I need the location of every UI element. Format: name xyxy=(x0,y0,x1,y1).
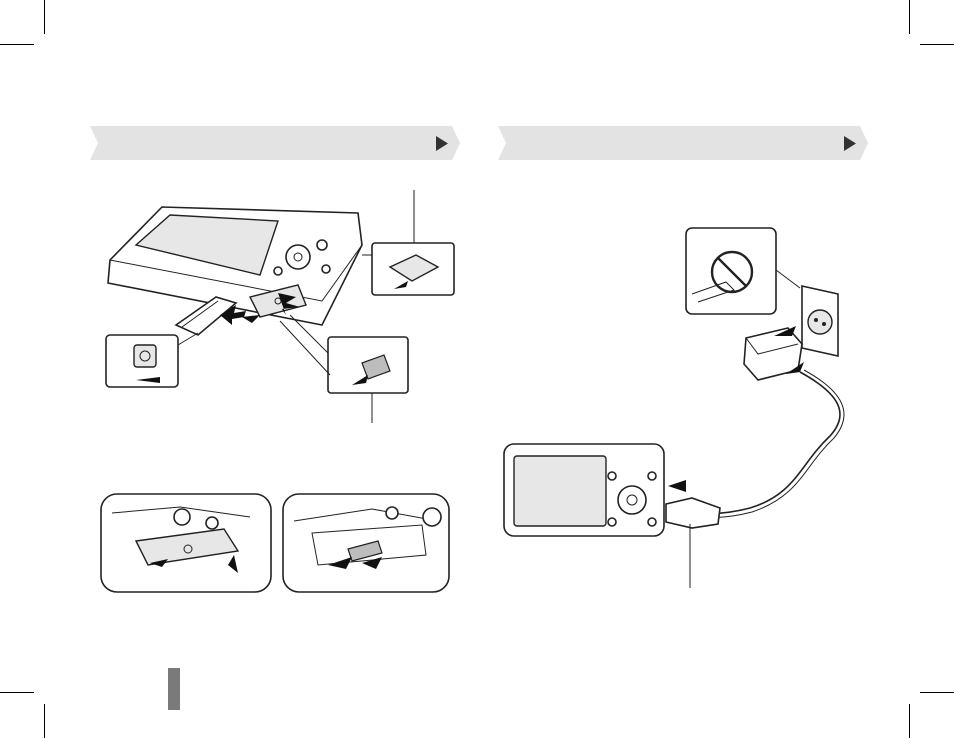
camera-battery-illustration xyxy=(100,185,460,425)
crop-mark xyxy=(0,44,34,45)
crop-mark xyxy=(44,704,45,738)
arrow-icon xyxy=(668,480,686,492)
section-banner-left xyxy=(86,126,460,160)
crop-mark xyxy=(0,692,34,693)
crop-mark xyxy=(920,44,954,45)
battery-removal-panel xyxy=(100,493,272,593)
crop-mark xyxy=(920,692,954,693)
section-banner-right xyxy=(494,126,868,160)
crop-mark xyxy=(44,0,45,34)
page-tab xyxy=(168,668,180,710)
card-removal-panel xyxy=(282,493,450,593)
crop-mark xyxy=(909,0,910,34)
charging-setup-illustration xyxy=(500,224,850,594)
crop-mark xyxy=(909,704,910,738)
